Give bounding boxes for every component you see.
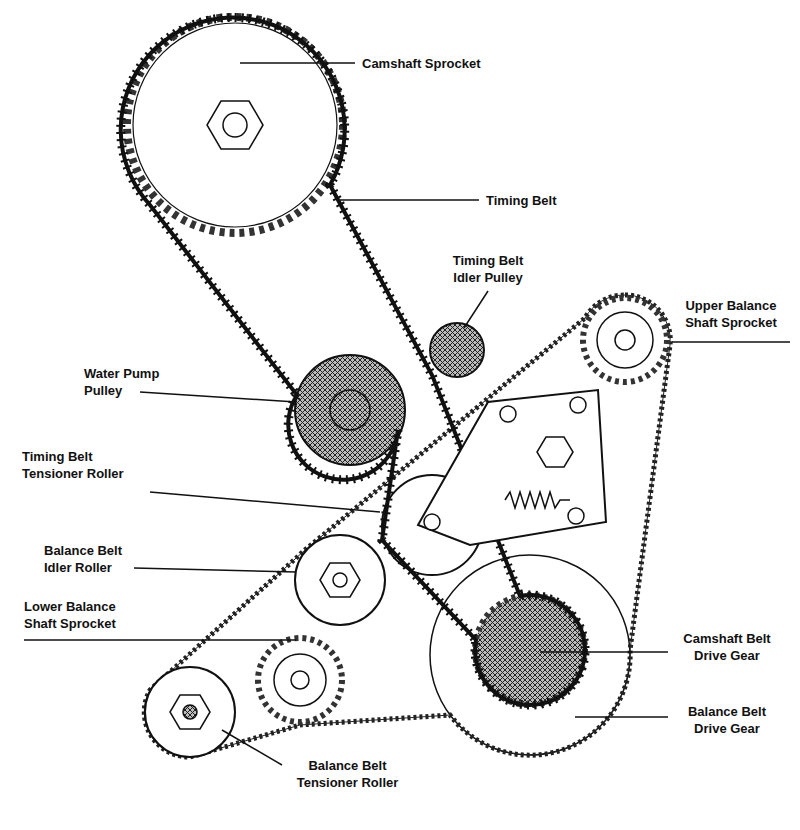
- bolt: [615, 330, 635, 350]
- leader-line: [240, 62, 355, 64]
- bolt: [500, 406, 516, 422]
- leader-lines: [24, 63, 790, 765]
- part-label: Balance Belt Tensioner Roller: [285, 757, 410, 791]
- balance-belt: [144, 295, 670, 757]
- leader-line: [340, 199, 479, 201]
- part-label: Lower Balance Shaft Sprocket: [24, 598, 139, 632]
- sprocket-face: [133, 23, 337, 227]
- hub: [183, 705, 197, 719]
- leader-line: [222, 730, 282, 765]
- leader-line: [464, 291, 488, 328]
- leader-line: [672, 341, 790, 343]
- lower-balance-sprocket: [258, 638, 342, 722]
- tensioner-bracket: [418, 390, 606, 545]
- hub: [333, 573, 347, 587]
- bolt: [291, 671, 309, 689]
- bolt: [570, 397, 586, 413]
- hub: [597, 312, 653, 368]
- hub: [330, 390, 370, 430]
- spring: [505, 492, 570, 508]
- part-label: Balance Belt Idler Roller: [44, 542, 144, 576]
- part-label: Camshaft Sprocket: [362, 55, 562, 72]
- hub: [274, 654, 326, 706]
- hex-bolt: [537, 437, 573, 467]
- hex-nut: [207, 101, 263, 149]
- part-label: Camshaft Belt Drive Gear: [672, 630, 782, 664]
- timing-belt: [121, 17, 585, 705]
- balance-tensioner-roller: [145, 667, 235, 757]
- leader-line: [575, 716, 668, 718]
- leader-line: [540, 651, 668, 653]
- hub: [223, 113, 247, 137]
- part-label: Timing Belt Idler Pulley: [438, 252, 538, 286]
- part-label: Balance Belt Drive Gear: [672, 703, 782, 737]
- upper-balance-sprocket: [583, 298, 667, 382]
- bolt: [424, 514, 440, 530]
- part-label: Timing Belt Tensioner Roller: [22, 448, 147, 482]
- leader-line: [140, 392, 296, 402]
- part-label: Upper Balance Shaft Sprocket: [672, 297, 790, 331]
- hex-nut: [320, 563, 360, 597]
- part-label: Timing Belt: [486, 192, 606, 209]
- belt-teeth: [121, 17, 585, 705]
- leader-line: [24, 639, 296, 641]
- balance-idler-roller: [295, 535, 385, 625]
- bolt: [568, 508, 584, 524]
- part-label: Water Pump Pulley: [84, 365, 174, 399]
- idler-pulley: [430, 323, 484, 377]
- balance-belt-core: [144, 295, 670, 757]
- hex-nut: [170, 695, 210, 729]
- leader-line: [134, 568, 296, 572]
- leader-line: [150, 492, 380, 512]
